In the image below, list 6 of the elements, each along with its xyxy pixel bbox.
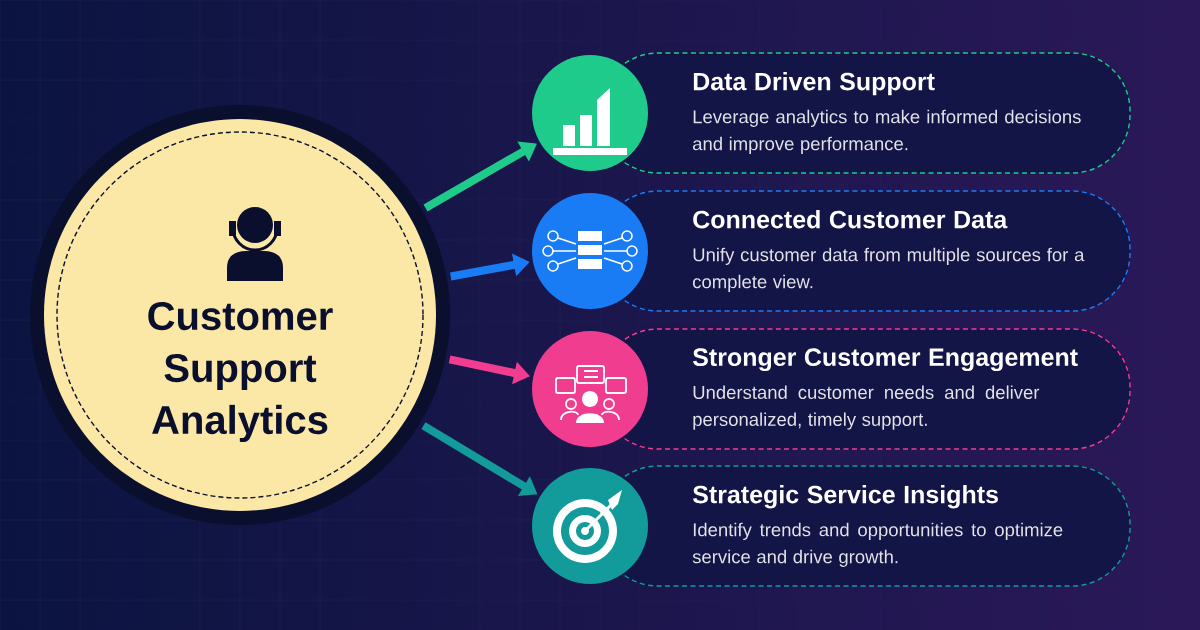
text-card: Stronger Customer Engagement Understand customer needs and deliver personalized, timely support. [599,328,1131,450]
text-card: Data Driven Support Leverage analytics to make informed decisions and improve performance. [599,52,1131,174]
icon-circle [532,331,648,447]
icon-circle [532,193,648,309]
text-card: Strategic Service Insights Identify trends and opportunities to optimize service and drive growth. [599,465,1131,587]
text-card: Connected Customer Data Unify customer data from multiple sources for a complete view. [599,190,1131,312]
